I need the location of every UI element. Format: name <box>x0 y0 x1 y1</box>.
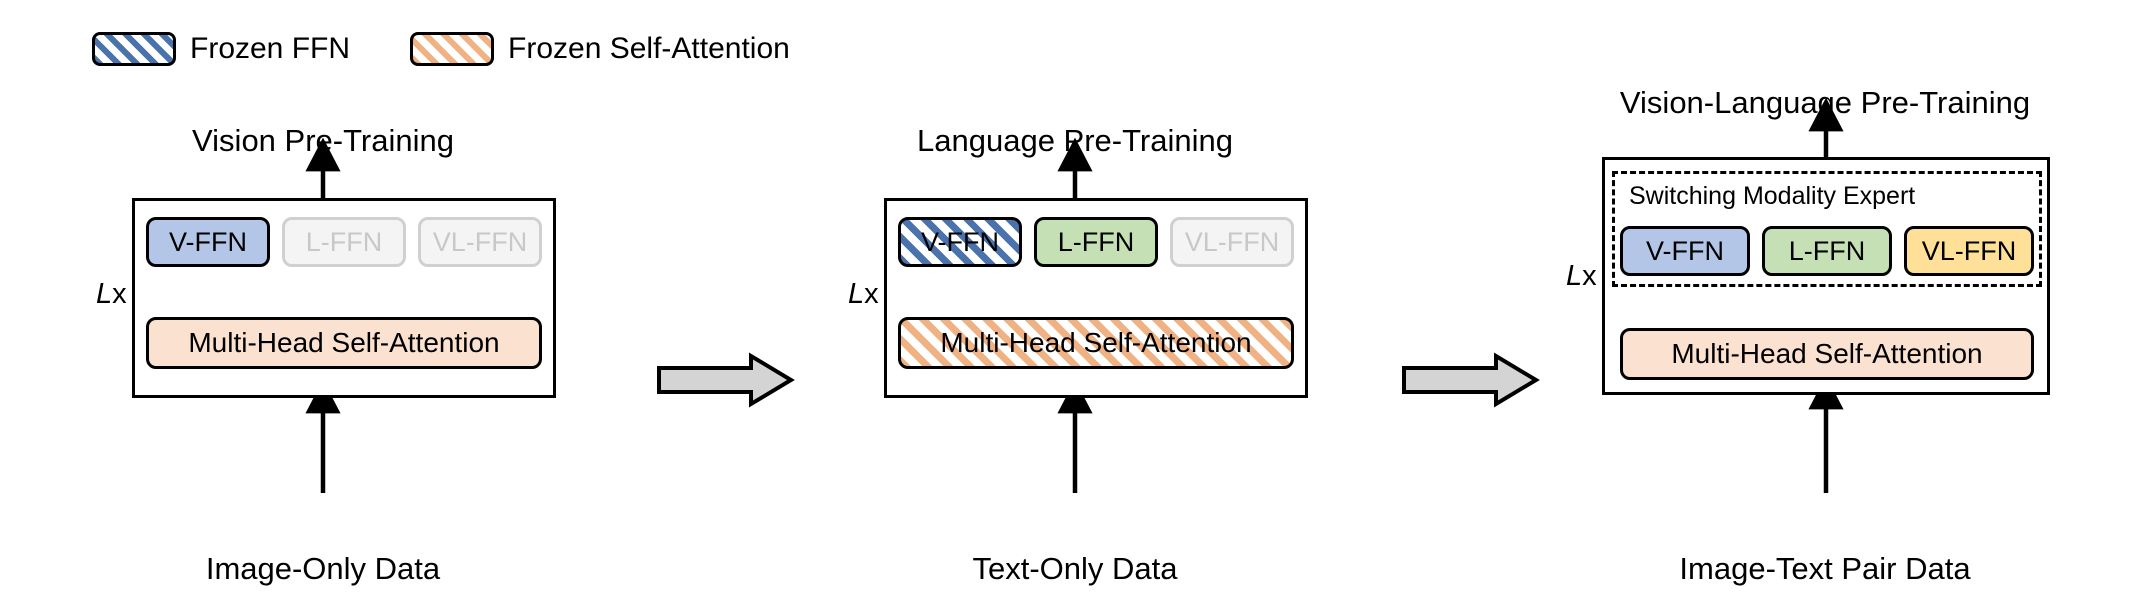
layer-repeat-label: Lx <box>1566 260 1597 293</box>
layer-repeat-suffix: x <box>864 278 879 310</box>
panel-title: Language Pre-Training <box>917 123 1233 158</box>
layer-repeat-suffix: x <box>1582 260 1597 292</box>
frozen-self-attention-swatch-icon <box>410 32 495 66</box>
ffn-label: L-FFN <box>305 226 383 257</box>
attention-label: Multi-Head Self-Attention <box>1671 338 1983 369</box>
panel-caption: Text-Only Data <box>972 551 1178 586</box>
ffn-label: V-FFN <box>1646 235 1724 266</box>
ffn-box-vl-ffn[interactable]: VL-FFN <box>1904 226 2034 276</box>
transition-arrow-stage-2-to-3 <box>1400 352 1540 408</box>
ffn-box-v-ffn[interactable]: V-FFN <box>898 217 1022 267</box>
attention-label: Multi-Head Self-Attention <box>940 327 1252 358</box>
block-arrow-icon <box>1402 352 1540 408</box>
ffn-label: L-FFN <box>1788 235 1866 266</box>
panel-title: Vision Pre-Training <box>192 123 454 158</box>
multi-head-self-attention-block[interactable]: Multi-Head Self-Attention <box>898 317 1294 369</box>
legend-label-frozen-ffn: Frozen FFN <box>190 32 351 65</box>
ffn-box-l-ffn[interactable]: L-FFN <box>1762 226 1892 276</box>
attention-label: Multi-Head Self-Attention <box>188 327 500 358</box>
ffn-box-vl-ffn[interactable]: VL-FFN <box>1170 217 1294 267</box>
ffn-box-v-ffn[interactable]: V-FFN <box>1620 226 1750 276</box>
transition-arrow-stage-1-to-2 <box>655 352 795 408</box>
layer-repeat-prefix: L <box>96 278 113 310</box>
panel-caption: Image-Text Pair Data <box>1679 551 1971 586</box>
legend-item-frozen-ffn: Frozen FFN <box>92 32 350 66</box>
layer-repeat-prefix: L <box>848 278 865 310</box>
block-arrow-icon <box>657 352 795 408</box>
legend: Frozen FFN Frozen Self-Attention <box>92 32 790 66</box>
layer-repeat-label: Lx <box>848 278 879 311</box>
switching-modality-expert-group: Switching Modality Expert <box>1612 171 2042 287</box>
ffn-label: V-FFN <box>169 226 247 257</box>
ffn-label: V-FFN <box>921 226 999 257</box>
panel-title: Vision-Language Pre-Training <box>1619 85 2031 120</box>
ffn-box-vl-ffn[interactable]: VL-FFN <box>418 217 542 267</box>
panel-language-pretraining: Language Pre-Training Lx V-FFN L-FFN VL-… <box>840 95 1310 595</box>
ffn-row: V-FFN L-FFN VL-FFN <box>898 217 1294 267</box>
ffn-box-l-ffn[interactable]: L-FFN <box>1034 217 1158 267</box>
multi-head-self-attention-block[interactable]: Multi-Head Self-Attention <box>1620 328 2034 380</box>
ffn-box-l-ffn[interactable]: L-FFN <box>282 217 406 267</box>
ffn-label: L-FFN <box>1057 226 1135 257</box>
ffn-label: VL-FFN <box>1184 226 1280 257</box>
ffn-row: V-FFN L-FFN VL-FFN <box>146 217 542 267</box>
legend-label-frozen-self-attention: Frozen Self-Attention <box>508 32 790 65</box>
legend-item-frozen-self-attention: Frozen Self-Attention <box>410 32 790 66</box>
frozen-ffn-swatch-icon <box>92 32 176 66</box>
panel-caption: Image-Only Data <box>205 551 441 586</box>
layer-repeat-prefix: L <box>1566 260 1583 292</box>
switching-modality-expert-title: Switching Modality Expert <box>1629 182 1916 210</box>
layer-repeat-label: Lx <box>96 278 127 311</box>
ffn-label: VL-FFN <box>1921 235 2017 266</box>
layer-repeat-suffix: x <box>112 278 127 310</box>
panel-vision-pretraining: Vision Pre-Training Lx V-FFN L-FFN <box>88 95 558 595</box>
ffn-box-v-ffn[interactable]: V-FFN <box>146 217 270 267</box>
panel-vision-language-pretraining: Vision-Language Pre-Training Lx Switchin… <box>1566 85 2080 595</box>
ffn-label: VL-FFN <box>432 226 528 257</box>
multi-head-self-attention-block[interactable]: Multi-Head Self-Attention <box>146 317 542 369</box>
ffn-row: V-FFN L-FFN VL-FFN <box>1620 226 2034 276</box>
